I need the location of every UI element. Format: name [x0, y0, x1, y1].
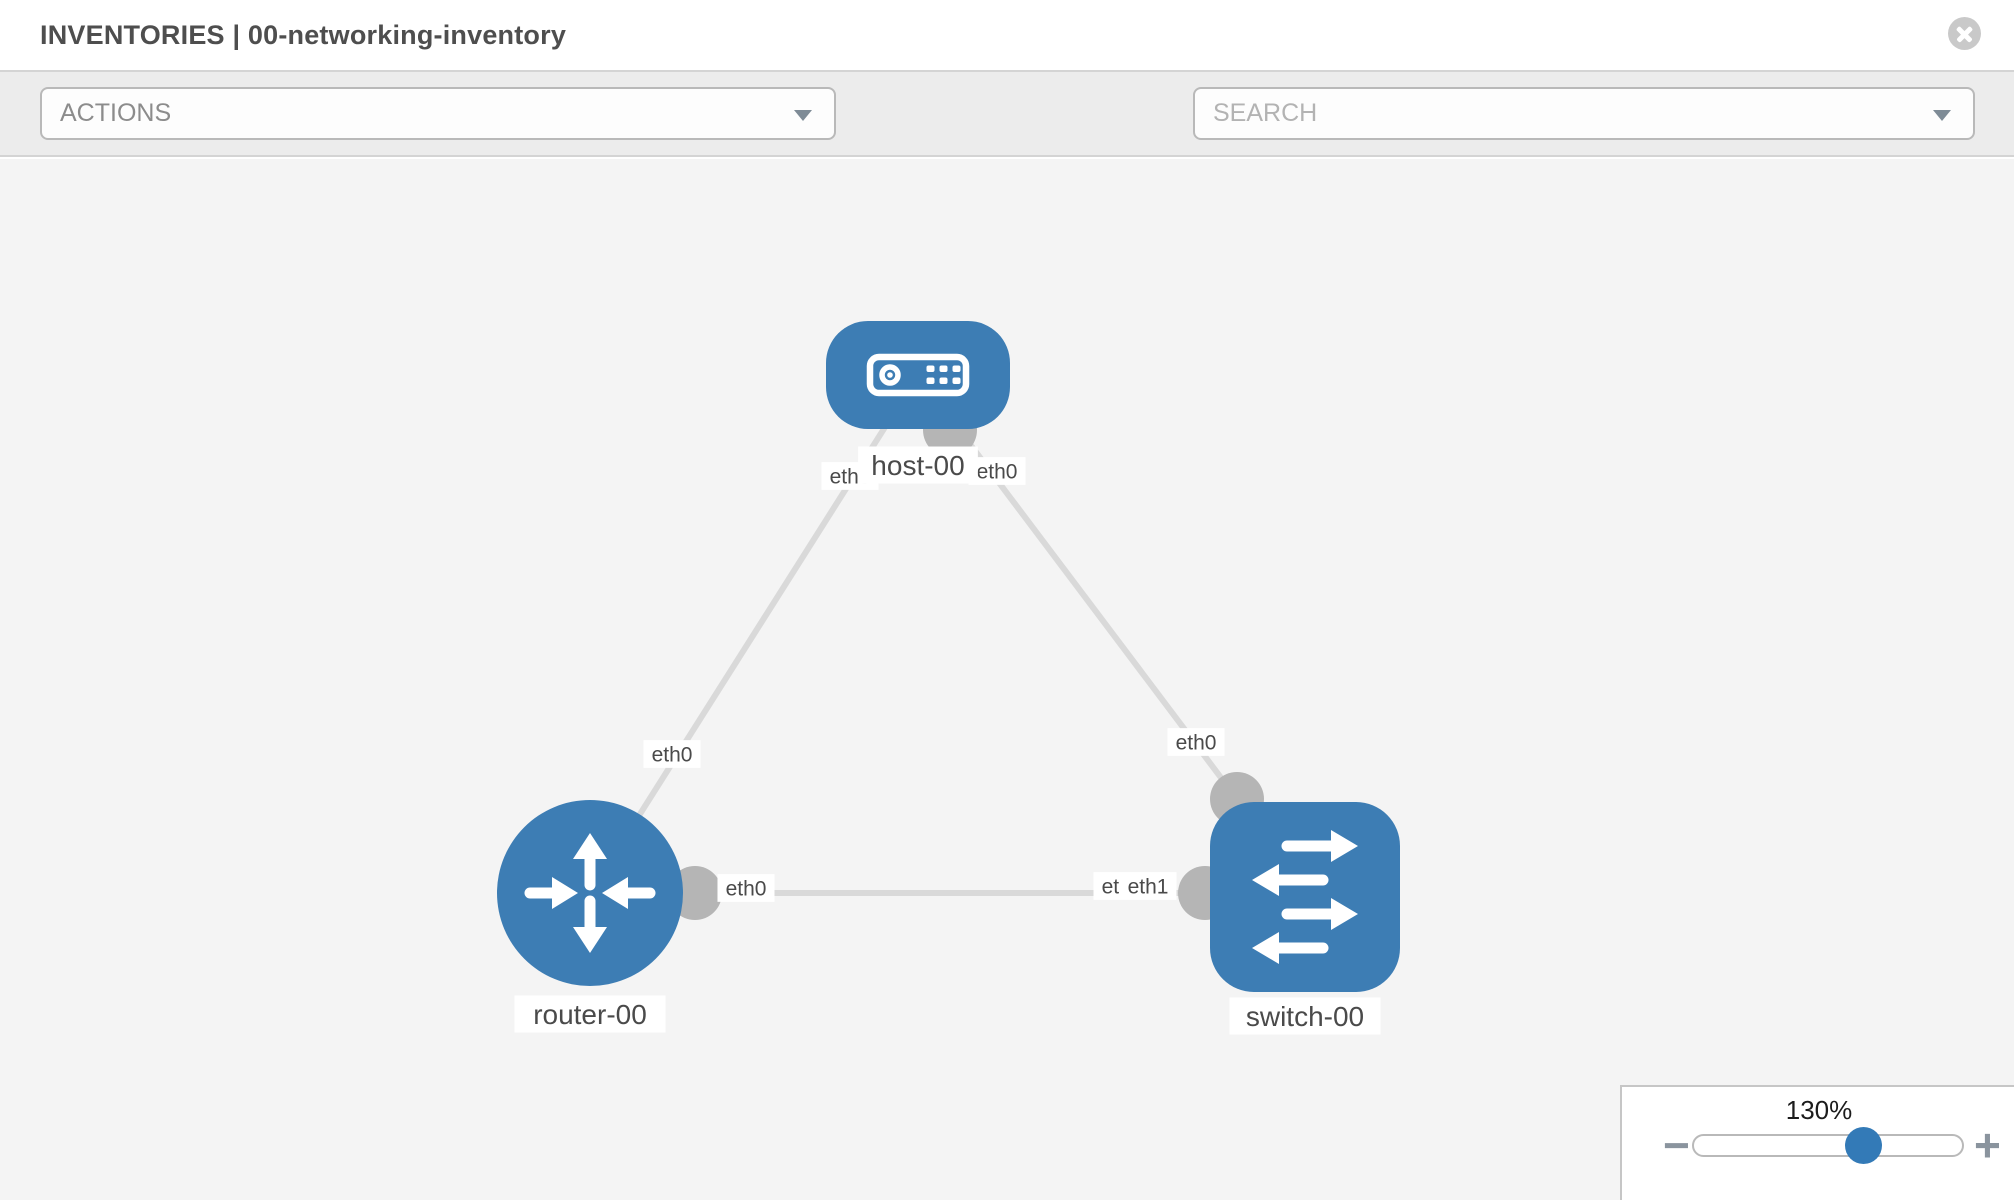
svg-text:eth0: eth0: [726, 878, 767, 901]
page-title: INVENTORIES | 00-networking-inventory: [40, 20, 567, 50]
search-dropdown[interactable]: SEARCH: [1193, 87, 1975, 140]
header: INVENTORIES | 00-networking-inventory: [0, 0, 2014, 72]
node-label: router-00: [514, 995, 666, 1033]
search-placeholder: SEARCH: [1213, 99, 1318, 127]
node-label: switch-00: [1229, 997, 1381, 1035]
minus-icon: −: [1663, 1119, 1690, 1171]
svg-text:router-00: router-00: [533, 999, 647, 1030]
node-host-00[interactable]: [826, 321, 1010, 429]
chevron-down-icon: [1933, 110, 1951, 121]
interface-label: eth1: [1119, 872, 1177, 900]
switch-icon: [1252, 830, 1358, 964]
svg-text:eth0: eth0: [652, 744, 693, 767]
interface-label: eth0: [968, 457, 1026, 485]
svg-text:eth1: eth1: [1128, 876, 1169, 899]
zoom-level-label: 130%: [1785, 1095, 1853, 1125]
router-icon: [524, 833, 656, 953]
node-label: host-00: [858, 446, 978, 484]
interface-label: eth0: [643, 740, 701, 768]
close-button[interactable]: [1948, 17, 1981, 50]
interface-label: eth0: [717, 874, 775, 902]
actions-dropdown[interactable]: ACTIONS: [40, 87, 836, 140]
zoom-slider[interactable]: [1692, 1134, 1964, 1157]
plus-icon: +: [1974, 1119, 2001, 1171]
svg-text:eth0: eth0: [977, 461, 1018, 484]
topology-canvas[interactable]: eth0eth0eth0eth0eth0eth0eth1host-00route…: [0, 159, 2014, 1200]
zoom-panel: 130% − +: [1620, 1085, 2014, 1200]
chevron-down-icon: [794, 110, 812, 121]
zoom-in-button[interactable]: +: [1974, 1117, 2001, 1173]
svg-text:host-00: host-00: [871, 450, 964, 481]
toolbar: ACTIONS SEARCH: [0, 72, 2014, 205]
host-icon: [866, 353, 970, 397]
node-router-00[interactable]: [497, 800, 683, 986]
interface-label: eth0: [1167, 728, 1225, 756]
svg-text:switch-00: switch-00: [1246, 1001, 1364, 1032]
node-switch-00[interactable]: [1210, 802, 1400, 992]
svg-text:eth0: eth0: [1176, 732, 1217, 755]
zoom-out-button[interactable]: −: [1663, 1117, 1690, 1173]
actions-dropdown-label: ACTIONS: [60, 99, 172, 127]
zoom-slider-thumb[interactable]: [1844, 1127, 1882, 1164]
